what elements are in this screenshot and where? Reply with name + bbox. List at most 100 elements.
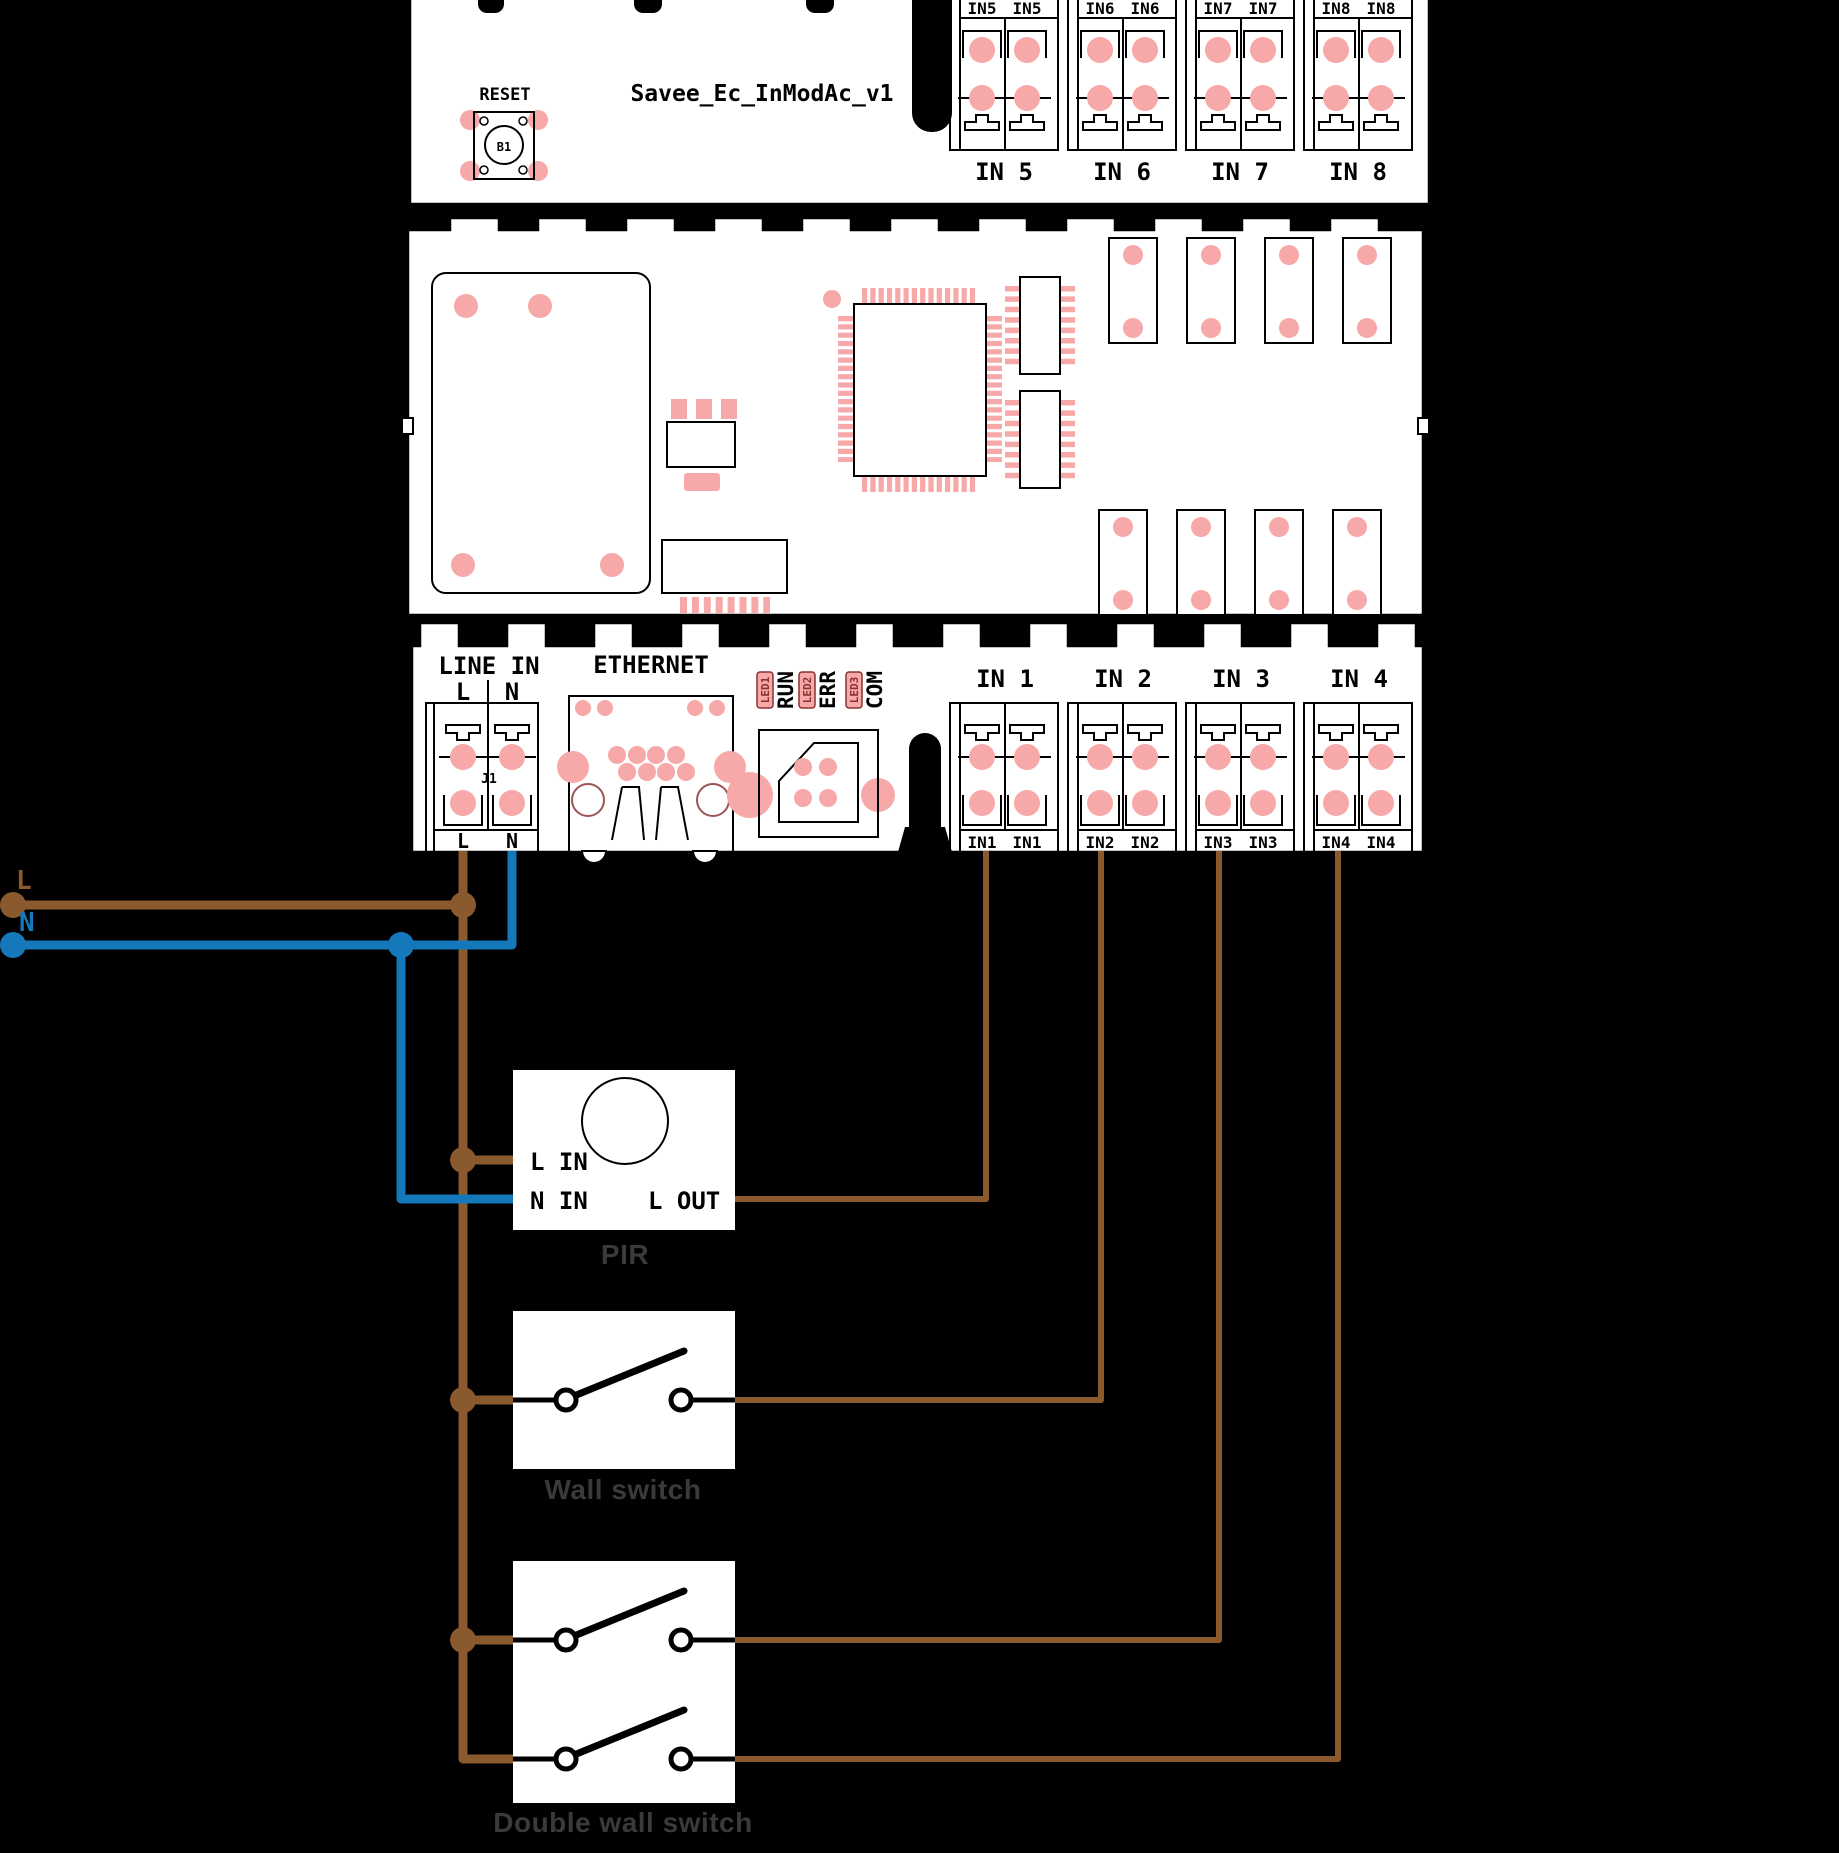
terminal-cell-label: IN1: [1013, 833, 1042, 852]
live-wire: [0, 851, 513, 1764]
transformer-footprint: [431, 272, 651, 594]
soic-footprint-b: [1005, 390, 1075, 489]
supply-live-label: L: [16, 866, 32, 896]
input-signal-wires: [735, 851, 1341, 1762]
pin1-marker: [823, 290, 841, 308]
reset-label: RESET: [479, 85, 530, 105]
usb-port: [727, 729, 895, 838]
wall-switch-label: Wall switch: [545, 1474, 702, 1505]
terminal-cell-label: IN4: [1322, 833, 1351, 852]
pir-l-in-label: L IN: [530, 1148, 588, 1176]
reset-ref: B1: [497, 140, 511, 154]
soic16-footprint: [661, 539, 788, 613]
input-group-label: IN 6: [1093, 158, 1151, 186]
ethernet-port: ETHERNET: [557, 651, 746, 864]
din-clip-right: [1417, 417, 1430, 435]
soic-footprint-a: [1005, 276, 1075, 375]
terminal-cell-label: IN7: [1204, 0, 1233, 18]
junction-dot: [450, 1387, 476, 1413]
terminal-cell-label: IN1: [968, 833, 997, 852]
wiring: L N: [0, 851, 1341, 1764]
terminal-block-in7: IN7 IN7 IN 7: [1185, 0, 1295, 186]
wire-pir-to-in1: [735, 851, 989, 1202]
terminal-block-in8: IN8 IN8 IN 8: [1303, 0, 1413, 186]
terminal-cell-label: IN8: [1367, 0, 1396, 18]
terminal-cell-label: IN5: [968, 0, 997, 18]
led-ref: LED3: [848, 677, 861, 704]
pir-l-out-label: L OUT: [648, 1187, 720, 1215]
ethernet-foot: [580, 850, 608, 864]
terminal-block-in1: IN 1 IN1 IN1: [949, 665, 1059, 853]
terminal-block-in4: IN 4 IN4 IN4: [1303, 665, 1413, 853]
input-group-label: IN 1: [976, 665, 1034, 693]
ethernet-label: ETHERNET: [593, 651, 709, 679]
line-in-terminal: LINE IN L N J1 L N: [425, 652, 540, 853]
input-group-label: IN 4: [1330, 665, 1388, 693]
wire-switch-to-in2: [735, 851, 1104, 1403]
din-slot-top: [912, 0, 952, 132]
live-source-terminal: [0, 892, 26, 918]
terminal-cell-label: IN6: [1086, 0, 1115, 18]
double-wall-switch: Double wall switch: [493, 1561, 752, 1838]
input-group-label: IN 5: [975, 158, 1033, 186]
reset-button: RESET B1: [460, 85, 548, 181]
terminal-block-in2: IN 2 IN2 IN2: [1067, 665, 1177, 853]
neutral-wire: [0, 851, 517, 1204]
line-in-l-cell: L: [457, 829, 469, 853]
wall-switch: Wall switch: [513, 1311, 735, 1505]
supply-neutral-label: N: [19, 908, 35, 938]
line-in-n-cell: N: [506, 829, 518, 853]
led-ref: LED1: [759, 676, 772, 703]
din-clip-left: [401, 417, 414, 435]
input-group-label: IN 8: [1329, 158, 1387, 186]
led1-run: [756, 671, 774, 709]
led2-err: [798, 671, 816, 709]
led-name: COM: [863, 671, 887, 709]
led-ref: LED2: [801, 677, 814, 704]
top-edge-notches: [478, 0, 952, 132]
terminal-block-in6: IN6 IN6 IN 6: [1067, 0, 1177, 186]
terminal-block-in5: IN5 IN5 IN 5: [949, 0, 1059, 186]
input-terminals-top: IN5 IN5 IN 5 IN6 IN6 IN 6: [949, 0, 1413, 186]
line-in-label: LINE IN: [438, 652, 539, 680]
junction-dot: [388, 932, 414, 958]
terminal-block-in3: IN 3 IN3 IN3: [1185, 665, 1295, 853]
wire-dws1-to-in3: [735, 851, 1222, 1643]
mcu-qfp-footprint: [823, 288, 1002, 492]
led-name: ERR: [816, 671, 840, 709]
led-name: RUN: [774, 671, 798, 709]
pir-lens-icon: [581, 1077, 669, 1165]
input-group-label: IN 2: [1094, 665, 1152, 693]
terminal-cell-label: IN5: [1013, 0, 1042, 18]
connector-ref: J1: [481, 772, 497, 787]
junction-dot: [450, 1627, 476, 1653]
terminal-cell-label: IN6: [1131, 0, 1160, 18]
status-leds: LED1 RUN LED2 ERR LED3 COM: [756, 671, 887, 709]
neutral-source-terminal: [0, 932, 26, 958]
junction-dot: [450, 1147, 476, 1173]
terminal-cell-label: IN7: [1249, 0, 1278, 18]
line-in-l-header: L: [456, 678, 470, 706]
input-group-label: IN 7: [1211, 158, 1269, 186]
input-terminals-bottom: IN 1 IN1 IN1 IN 2 IN2 IN2: [949, 665, 1413, 853]
terminal-cell-label: IN3: [1204, 833, 1233, 852]
pir-sensor: L IN N IN L OUT PIR: [513, 1070, 735, 1270]
terminal-cell-label: IN4: [1367, 833, 1396, 852]
pcb-components: [431, 237, 1392, 616]
terminal-cell-label: IN3: [1249, 833, 1278, 852]
input-group-label: IN 3: [1212, 665, 1270, 693]
pir-n-in-label: N IN: [530, 1187, 588, 1215]
terminal-cell-label: IN2: [1086, 833, 1115, 852]
pir-label: PIR: [601, 1239, 649, 1270]
terminal-cell-label: IN8: [1322, 0, 1351, 18]
double-wall-switch-label: Double wall switch: [493, 1807, 752, 1838]
line-in-n-header: N: [505, 678, 519, 706]
din-module: RESET B1 Savee_Ec_InModAc_v1 IN: [401, 0, 1431, 864]
module-title: Savee_Ec_InModAc_v1: [630, 81, 893, 107]
regulator-footprint: [666, 399, 737, 491]
terminal-cell-label: IN2: [1131, 833, 1160, 852]
led3-com: [845, 671, 863, 709]
junction-dot: [450, 892, 476, 918]
din-slot-bottom: [898, 733, 952, 852]
